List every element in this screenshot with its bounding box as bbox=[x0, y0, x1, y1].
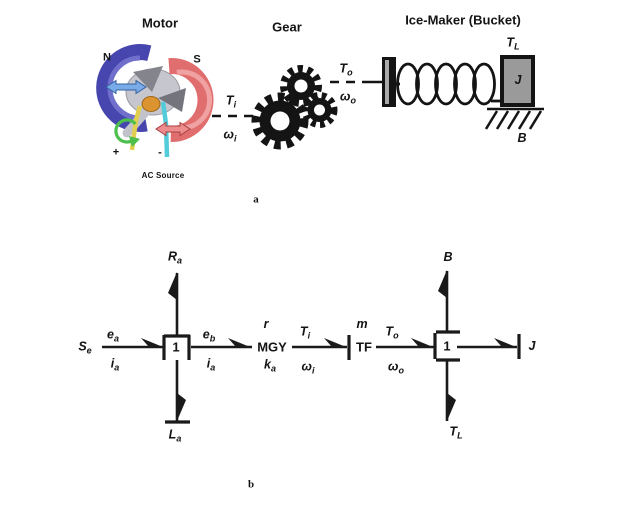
bg-gyrator: MGY bbox=[257, 339, 287, 355]
mass-block bbox=[500, 55, 535, 107]
bond-motor-halfarrow-icon bbox=[324, 338, 346, 347]
pole-north-label: N bbox=[103, 51, 111, 64]
damping-label: B bbox=[517, 130, 527, 145]
gear-illustration bbox=[212, 65, 382, 150]
motor-illustration bbox=[96, 44, 214, 158]
terminal-minus-label: - bbox=[158, 146, 162, 159]
bg-damping-label: B bbox=[443, 249, 453, 264]
gear-large-icon bbox=[251, 92, 309, 150]
motor-rotation-arrowhead bbox=[129, 136, 140, 147]
bond-source-halfarrow-icon bbox=[141, 338, 163, 347]
bg-junction-left: 1 bbox=[172, 339, 180, 355]
gear-title: Gear bbox=[272, 19, 302, 35]
bg-wo-label: ωo bbox=[388, 359, 404, 376]
bg-ia-label: ia bbox=[110, 356, 120, 373]
bond-ra-halfarrow-icon bbox=[168, 272, 177, 300]
bond-graph-art bbox=[102, 270, 521, 424]
bg-transformer-top-label: m bbox=[356, 316, 368, 331]
gear-medium-icon bbox=[280, 65, 322, 107]
bg-ea-label: ea bbox=[107, 327, 119, 344]
caption-a: a bbox=[253, 193, 259, 206]
bg-junction-right: 1 bbox=[443, 338, 451, 354]
bond-tl-halfarrow-icon bbox=[447, 393, 456, 421]
bg-la-label: La bbox=[168, 427, 182, 444]
bg-to-label: To bbox=[385, 324, 399, 341]
ground-hatch bbox=[484, 107, 544, 130]
bg-eb-label: eb bbox=[202, 327, 216, 344]
ice-maker-title: Ice-Maker (Bucket) bbox=[405, 12, 521, 28]
bg-source-label: Se bbox=[78, 339, 92, 356]
bg-wi-label: ωi bbox=[301, 359, 315, 376]
motor-title: Motor bbox=[141, 15, 179, 31]
gear-small-icon bbox=[301, 92, 338, 128]
load-torque-label: TL bbox=[506, 35, 520, 52]
spring bbox=[396, 62, 502, 106]
bg-gyrator-top-label: r bbox=[263, 316, 269, 331]
bond-inertia-halfarrow-icon bbox=[494, 338, 516, 347]
ac-source-label: AC Source bbox=[141, 171, 185, 180]
gear-output-torque-label: To bbox=[339, 61, 353, 78]
gear-input-torque-label: Ti bbox=[225, 93, 237, 110]
bg-ia2-label: ia bbox=[206, 356, 216, 373]
wall-inner bbox=[385, 60, 389, 104]
gear-output-speed-label: ωo bbox=[340, 89, 356, 106]
motor-armature-wedge bbox=[133, 66, 163, 92]
inertia-block-label: J bbox=[514, 72, 522, 87]
bg-transformer: TF bbox=[356, 339, 372, 355]
bond-emf-halfarrow-icon bbox=[228, 338, 250, 347]
motor-magnet-north bbox=[96, 44, 152, 132]
flux-arrow-icon bbox=[105, 79, 147, 95]
caption-b: b bbox=[247, 478, 255, 491]
motor-armature-wedge bbox=[158, 88, 186, 112]
pole-south-label: S bbox=[193, 53, 201, 66]
motor-rotation-arrow bbox=[114, 118, 137, 144]
bg-ra-label: Ra bbox=[167, 249, 183, 266]
motor-commutator bbox=[141, 96, 161, 112]
motor-magnet-south-highlight bbox=[176, 69, 213, 131]
gear-input-speed-label: ωi bbox=[223, 127, 237, 144]
terminal-plus-label: + bbox=[112, 146, 120, 159]
bg-ti-label: Ti bbox=[299, 324, 311, 341]
ice-maker-illustration bbox=[382, 55, 544, 130]
bond-output-halfarrow-icon bbox=[411, 338, 433, 347]
bg-gyrator-bottom-label: ka bbox=[264, 357, 276, 374]
bg-inertia-label: J bbox=[528, 338, 536, 353]
bg-load-torque-label: TL bbox=[449, 424, 463, 441]
bond-b-halfarrow-icon bbox=[438, 270, 447, 298]
force-arrow-icon bbox=[155, 121, 191, 137]
bond-la-halfarrow-icon bbox=[177, 393, 186, 421]
